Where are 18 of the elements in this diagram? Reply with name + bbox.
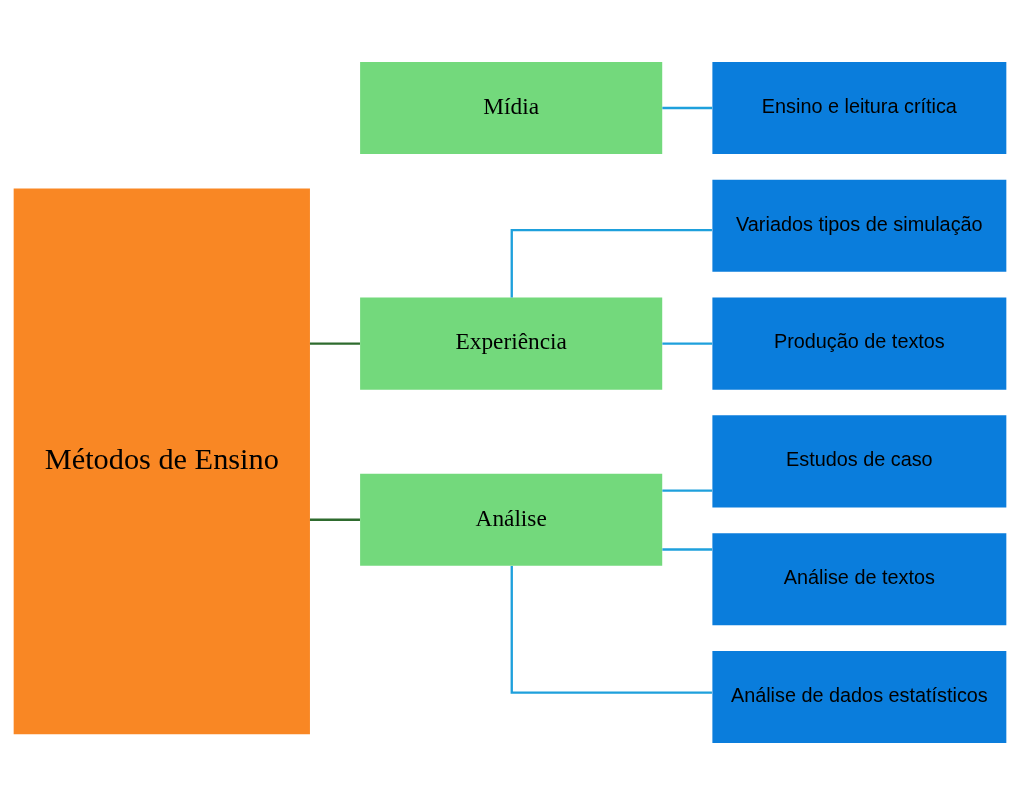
node-box: Análise de textos: [711, 533, 1006, 626]
connector: [510, 566, 712, 694]
connector: [309, 518, 360, 521]
node-box: Ensino e leitura crítica: [711, 61, 1006, 155]
node-box: Produção de textos: [711, 297, 1006, 390]
node-box: Estudos de caso: [711, 415, 1006, 508]
connector: [510, 229, 712, 298]
node-box: Análise de dados estatísticos: [711, 650, 1006, 744]
connector: [661, 106, 712, 110]
node-box: Variados tipos de simulação: [711, 179, 1006, 272]
connector: [661, 548, 712, 551]
node-box: Experiência: [359, 297, 662, 390]
node-box: Métodos de Ensino: [13, 188, 310, 735]
connector: [661, 489, 712, 492]
node-box: Análise: [359, 473, 662, 566]
connector: [309, 342, 360, 345]
connector: [661, 342, 712, 345]
node-box: Mídia: [359, 61, 662, 155]
